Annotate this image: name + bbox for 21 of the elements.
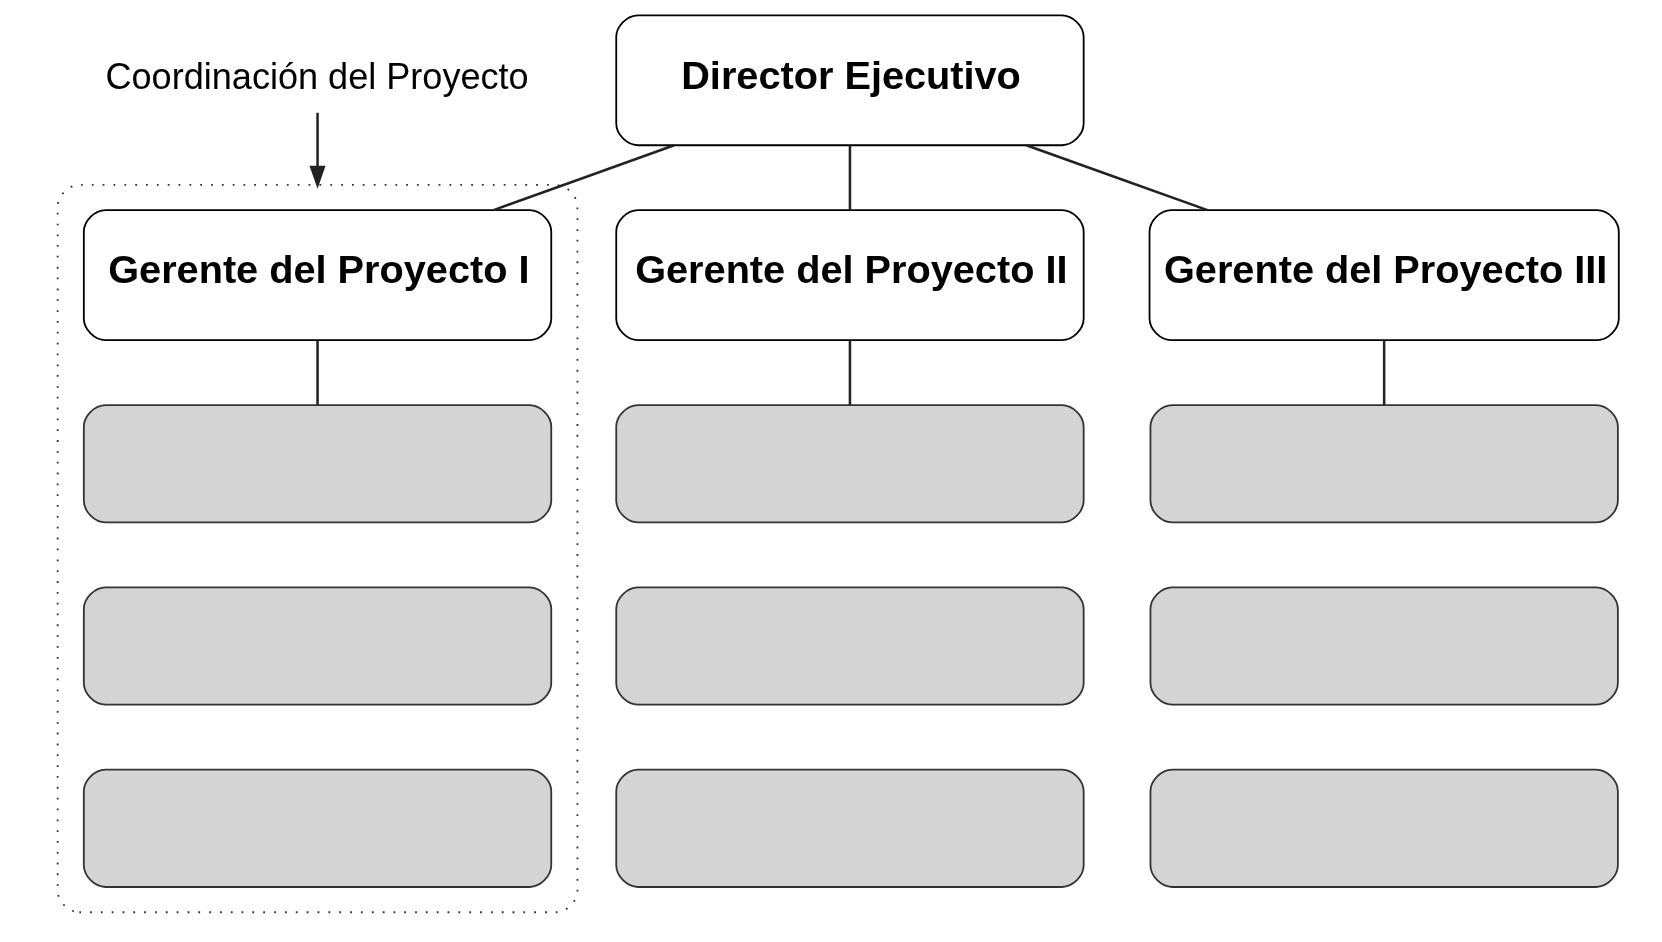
connector	[848, 145, 852, 210]
connector	[316, 340, 319, 405]
node-box: Gerente del Proyecto III	[1148, 209, 1620, 342]
node-box	[82, 768, 553, 888]
connector	[1382, 340, 1386, 405]
node-box	[615, 586, 1085, 706]
connector	[1025, 144, 1208, 212]
connector	[848, 340, 852, 405]
node-box	[1149, 586, 1619, 706]
node-text: Coordinación del Proyecto	[105, 56, 529, 98]
node-box: Gerente del Proyecto I	[82, 209, 553, 342]
node-box	[82, 586, 553, 706]
node-box: Director Ejecutivo	[615, 14, 1085, 147]
node-box	[82, 404, 553, 524]
node-box	[615, 404, 1085, 524]
arrow	[309, 112, 326, 189]
node-box	[1149, 768, 1619, 888]
node-box	[615, 768, 1085, 888]
cluster	[56, 184, 579, 914]
node-box	[1149, 404, 1619, 524]
node-box: Gerente del Proyecto II	[615, 209, 1085, 342]
